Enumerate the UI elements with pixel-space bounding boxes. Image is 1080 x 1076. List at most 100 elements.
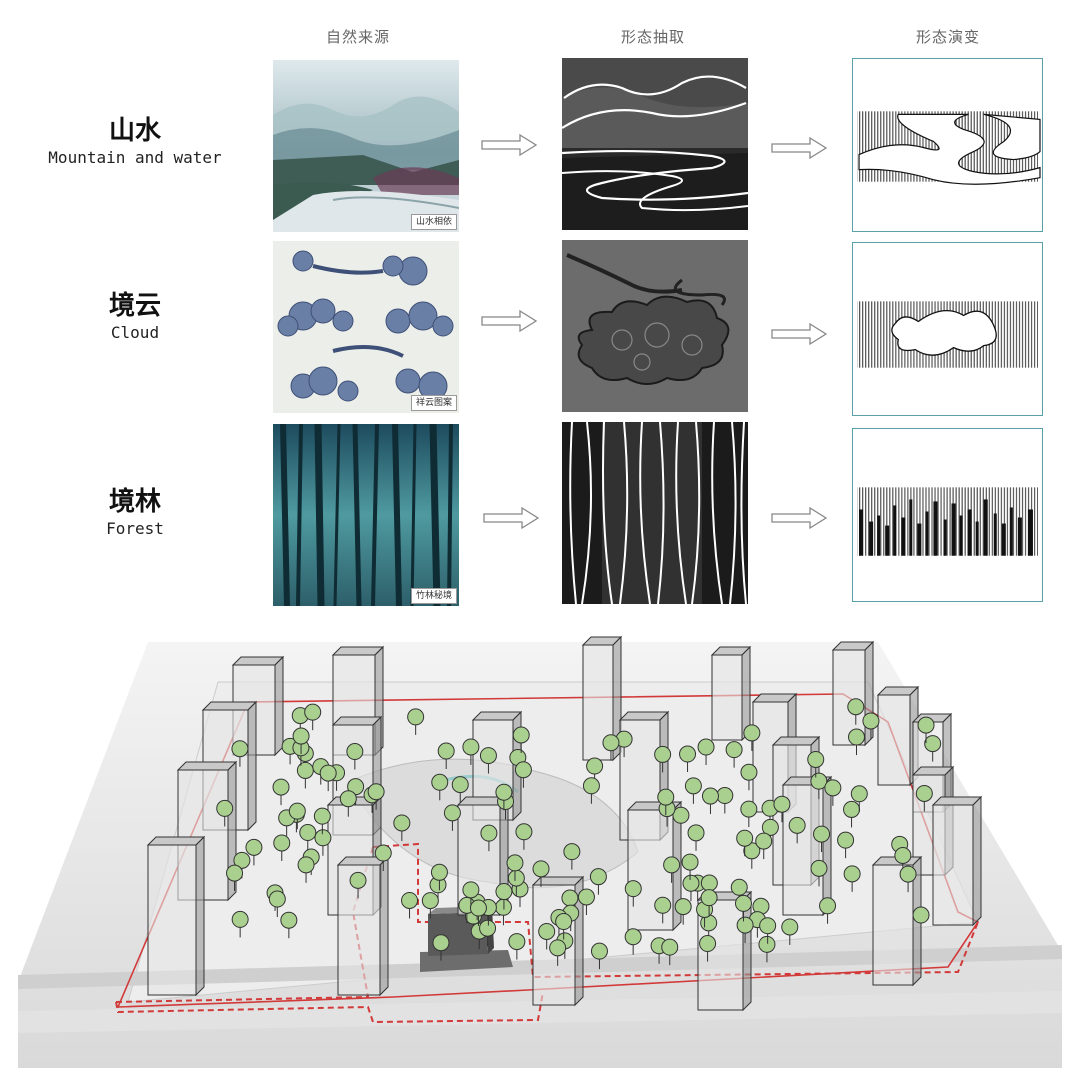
tree-crown [761,818,779,836]
row-title-en: Forest [106,519,164,538]
source-caption: 祥云图案 [410,395,457,411]
tree-crown [700,889,718,907]
tree-crown [480,824,498,842]
source-caption: 竹林秘境 [410,588,457,604]
tower-block [872,864,914,986]
tree-crown [847,698,865,716]
tree-crown [339,790,357,808]
tree-crown [233,851,251,869]
right-arrow-icon [771,506,828,530]
tree-crown [684,777,702,795]
tree-crown [272,778,290,796]
tree-crown [297,856,315,874]
tower-roof [176,761,238,771]
tree-crown [824,779,842,797]
tower-side [972,795,982,927]
evolution-panel-cloud [852,242,1043,416]
tower-side [379,855,389,997]
tree-crown [349,871,367,889]
row-title-cn: 境云 [108,291,161,321]
tree-crown [538,922,556,940]
tree-crown [226,864,244,882]
tree-crown [740,763,758,781]
tree-crown [819,897,837,915]
column-header-form-evolution: 形态演变 [915,28,980,46]
tree-crown [582,777,600,795]
source-image-forest: 竹林秘境 [273,424,459,606]
tree-crown [810,859,828,877]
tree-crown [393,814,411,832]
tree-crown [807,750,825,768]
row-title-en: Cloud [110,323,160,342]
tree-crown [899,865,917,883]
tree-crown [555,913,573,931]
column-header-form-extraction: 形态抽取 [620,28,685,46]
source-image-cloud: 祥云图案 [273,241,459,413]
tree-crown [512,726,530,744]
tree-crown [469,899,487,917]
evolution-panel-mountain-water [852,58,1043,232]
tree-crown [701,787,719,805]
tree-crown [813,825,831,843]
tree-crown [663,856,681,874]
tree-crown [216,799,234,817]
tower-side [274,655,284,757]
tree-crown [479,747,497,765]
right-arrow-icon [771,136,828,160]
tree-crown [602,734,620,752]
tree-crown [495,783,513,801]
tree-crown [843,865,861,883]
tower-roof [201,701,258,711]
tree-crown [850,785,868,803]
site-axonometric-plan [17,622,1063,1068]
tree-crown [773,795,791,813]
tree-crown [561,889,579,907]
tree-crown [515,823,533,841]
tree-crown [299,824,317,842]
tree-crown [479,919,497,937]
tree-crown [437,742,455,760]
tree-crown [313,807,331,825]
row-label-cloud: 境云 Cloud [30,290,240,344]
tree-crown [734,894,752,912]
row-label-forest: 境林 Forest [30,486,240,540]
tree-crown [674,898,692,916]
tree-crown [654,896,672,914]
tree-crown [462,881,480,899]
tree-crown [781,918,799,936]
tree-crown [730,878,748,896]
evolution-panel-forest [852,428,1043,602]
row-title-en: Mountain and water [48,148,222,167]
tower-block [711,654,743,741]
tree-crown [549,939,567,957]
tree-crown [577,888,595,906]
tree-crown [508,933,526,951]
tower-side [247,700,257,832]
tree-crown [462,738,480,756]
tree-crown [367,783,385,801]
tree-crown [314,829,332,847]
tower-block [147,844,197,996]
tree-crown [697,738,715,756]
tree-crown [716,787,734,805]
right-arrow-icon [481,133,538,157]
tree-crown [245,838,263,856]
tree-crown [374,844,392,862]
tree-crown [915,784,933,802]
tower-block [932,804,974,926]
tree-crown [759,917,777,935]
tree-crown [654,745,672,763]
tree-crown [755,832,773,850]
tree-crown [682,874,700,892]
column-header-natural-source: 自然来源 [325,28,390,46]
tree-crown [231,740,249,758]
tree-crown [843,800,861,818]
tree-crown [924,735,942,753]
tower-side [822,775,832,917]
source-image-mountain-water: 山水相依 [273,60,459,232]
tree-crown [273,834,291,852]
tree-crown [624,880,642,898]
tree-crown [586,757,604,775]
tower-roof [146,836,206,846]
extraction-image-forest [562,422,748,604]
